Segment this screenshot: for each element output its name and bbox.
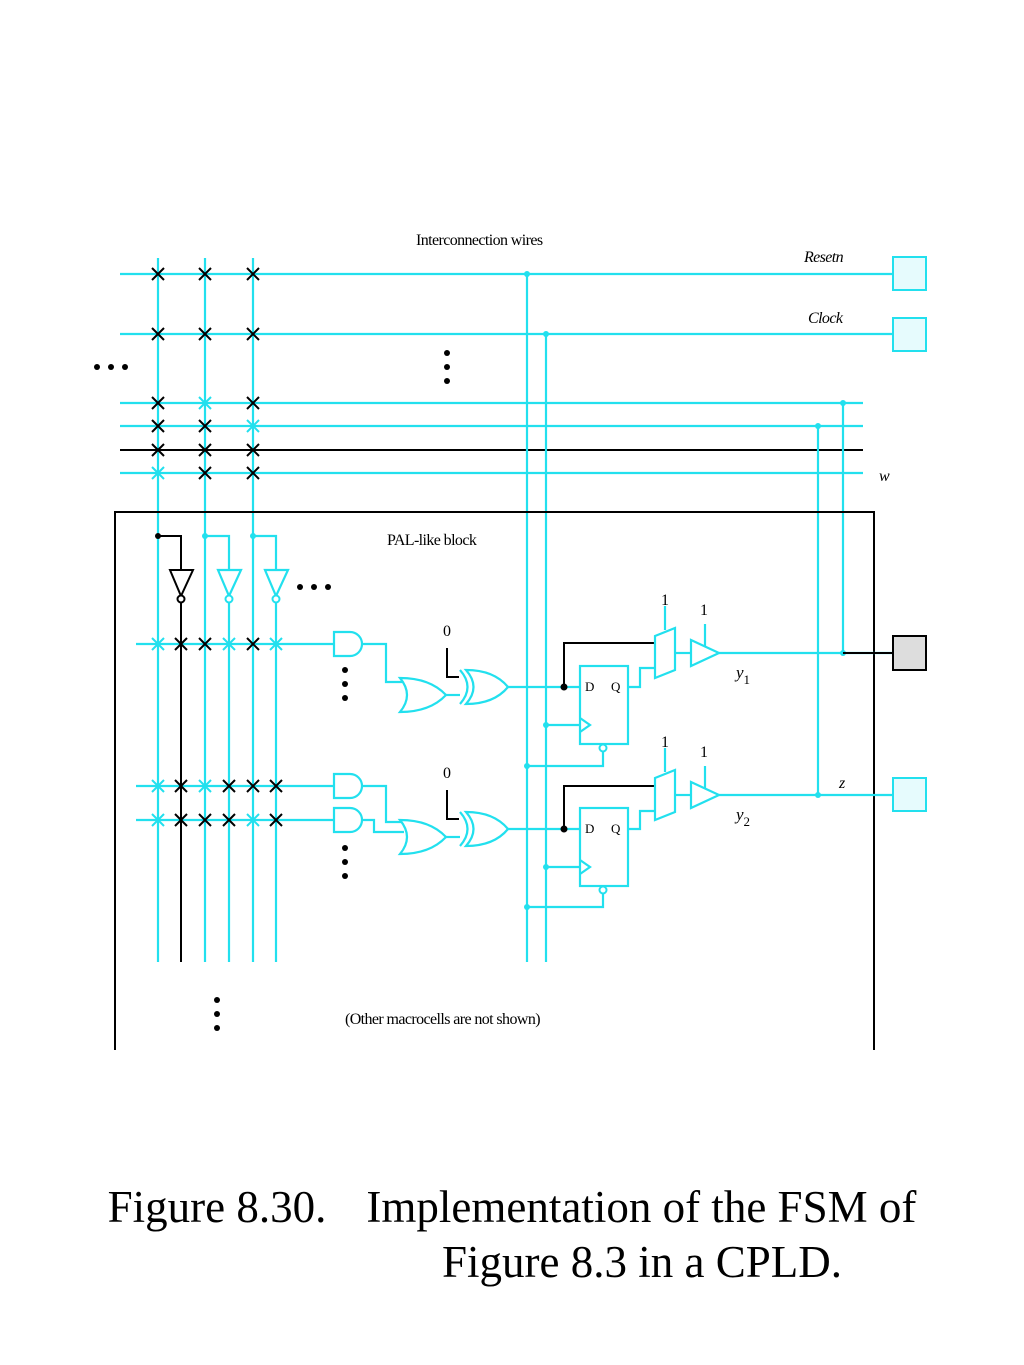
and-gate: [332, 630, 364, 658]
mux-select-1: 1: [661, 592, 669, 609]
other-macrocells-label: (Other macrocells are not shown): [345, 1011, 540, 1028]
ellipsis-dots: [94, 350, 450, 1031]
macrocell-2: [332, 423, 893, 910]
xor-constant-2: 0: [443, 765, 451, 782]
pal-block-label: PAL-like block: [387, 532, 477, 549]
cpld-diagram: Interconnection wires Resetn Clock w PAL…: [94, 232, 927, 1050]
ff1-d-label: D: [585, 679, 594, 694]
mux: [653, 626, 677, 680]
pal-block-border: [114, 511, 875, 1050]
caption-line-2: Figure 8.3 in a CPLD.: [442, 1237, 842, 1287]
xor-constant-1: 0: [443, 623, 451, 640]
resetn-pin: [892, 256, 927, 291]
y2-label: y2: [734, 805, 750, 829]
or-gate: [397, 676, 448, 714]
d-flipflop: [578, 664, 630, 746]
macrocell-1: [332, 400, 893, 769]
ff2-q-label: Q: [611, 821, 621, 836]
xor-gate: [463, 668, 510, 706]
figure-number: Figure 8.30.: [107, 1182, 327, 1232]
z-label: z: [838, 775, 846, 792]
buffer-enable-2: 1: [700, 744, 708, 761]
caption-line-1: Implementation of the FSM of: [366, 1182, 917, 1232]
clock-pin: [892, 317, 927, 352]
mux-select-2: 1: [661, 734, 669, 751]
w-label: w: [879, 468, 890, 485]
interconnect-switches: [151, 267, 260, 480]
ff1-q-label: Q: [611, 679, 621, 694]
interconnection-label: Interconnection wires: [416, 232, 543, 249]
pal-vertical-lines: [156, 258, 845, 962]
ff2-d-label: D: [585, 821, 594, 836]
product-terms: [136, 637, 334, 827]
buffer-enable-1: 1: [700, 602, 708, 619]
z-output-pin: [892, 777, 927, 812]
clock-label: Clock: [808, 310, 844, 327]
y1-label: y1: [734, 663, 750, 687]
input-buffers: [155, 533, 290, 604]
resetn-label: Resetn: [803, 249, 844, 266]
figure-caption: Figure 8.30. Implementation of the FSM of…: [0, 1180, 1024, 1290]
io-pins: [843, 256, 927, 812]
y1-output-pin: [892, 635, 927, 671]
tristate-buffer: [689, 638, 722, 668]
interconnect-wires: [120, 272, 893, 475]
